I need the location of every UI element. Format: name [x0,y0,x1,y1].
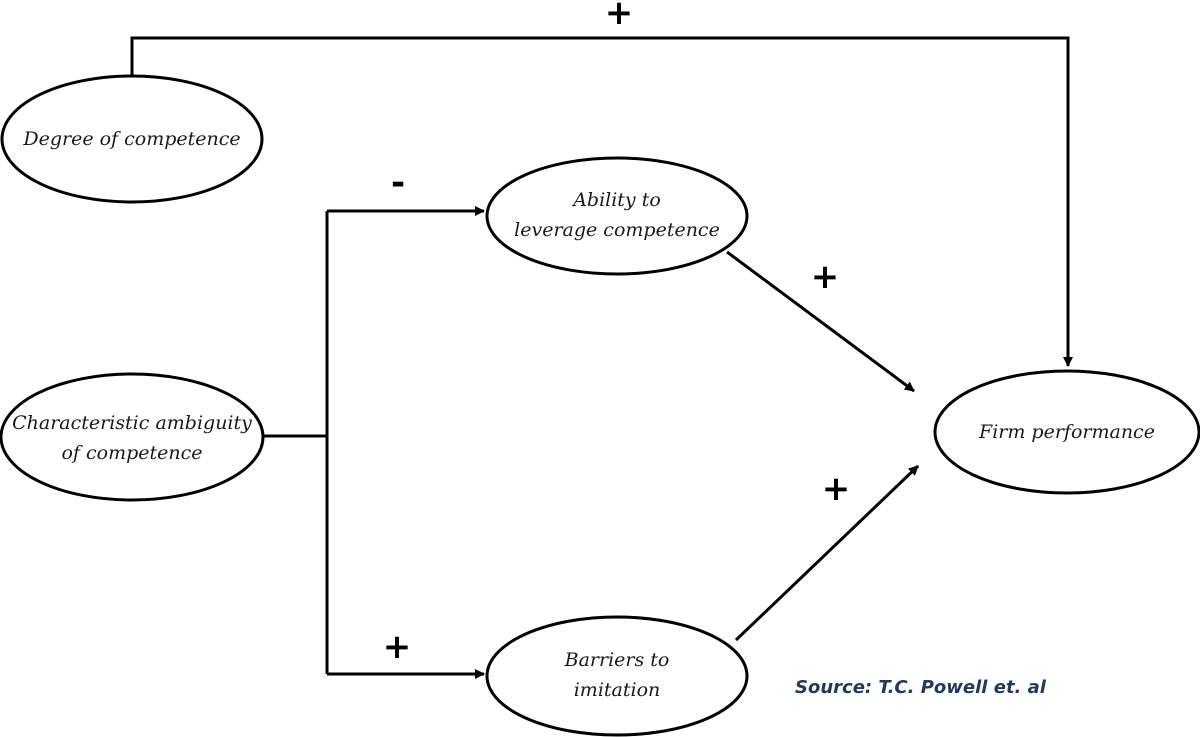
node-degree-of-competence: Degree of competence [0,74,264,204]
sign-ambiguity-to-barriers: + [383,627,412,667]
edge-barriers-to-performance [734,464,920,642]
sign-barriers-to-performance: + [822,469,851,509]
node-ability-label-line1: Ability to [571,189,661,211]
node-ambiguity-label-line1: Characteristic ambiguity [12,412,252,434]
node-barriers-label-line2: imitation [574,679,661,701]
sign-ambiguity-to-ability: - [391,163,405,203]
node-characteristic-ambiguity: Characteristic ambiguity of competence [0,372,265,502]
node-barriers-label-line1: Barriers to [564,649,670,671]
edge-degree-to-performance [130,36,1073,367]
node-degree-label: Degree of competence [22,128,240,150]
source-caption: Source: T.C. Powell et. al [795,677,1046,698]
edge-ability-to-performance [726,250,915,393]
node-ability-to-leverage: Ability to leverage competence [485,156,749,276]
node-firm-performance: Firm performance [933,369,1200,495]
sign-ability-to-performance: + [811,257,840,297]
node-firm-performance-label: Firm performance [978,421,1155,443]
node-ability-label-line2: leverage competence [514,219,720,241]
node-ambiguity-label-line2: of competence [61,442,202,464]
sign-degree-to-performance: + [605,0,634,33]
node-barriers-to-imitation: Barriers to imitation [485,615,749,737]
